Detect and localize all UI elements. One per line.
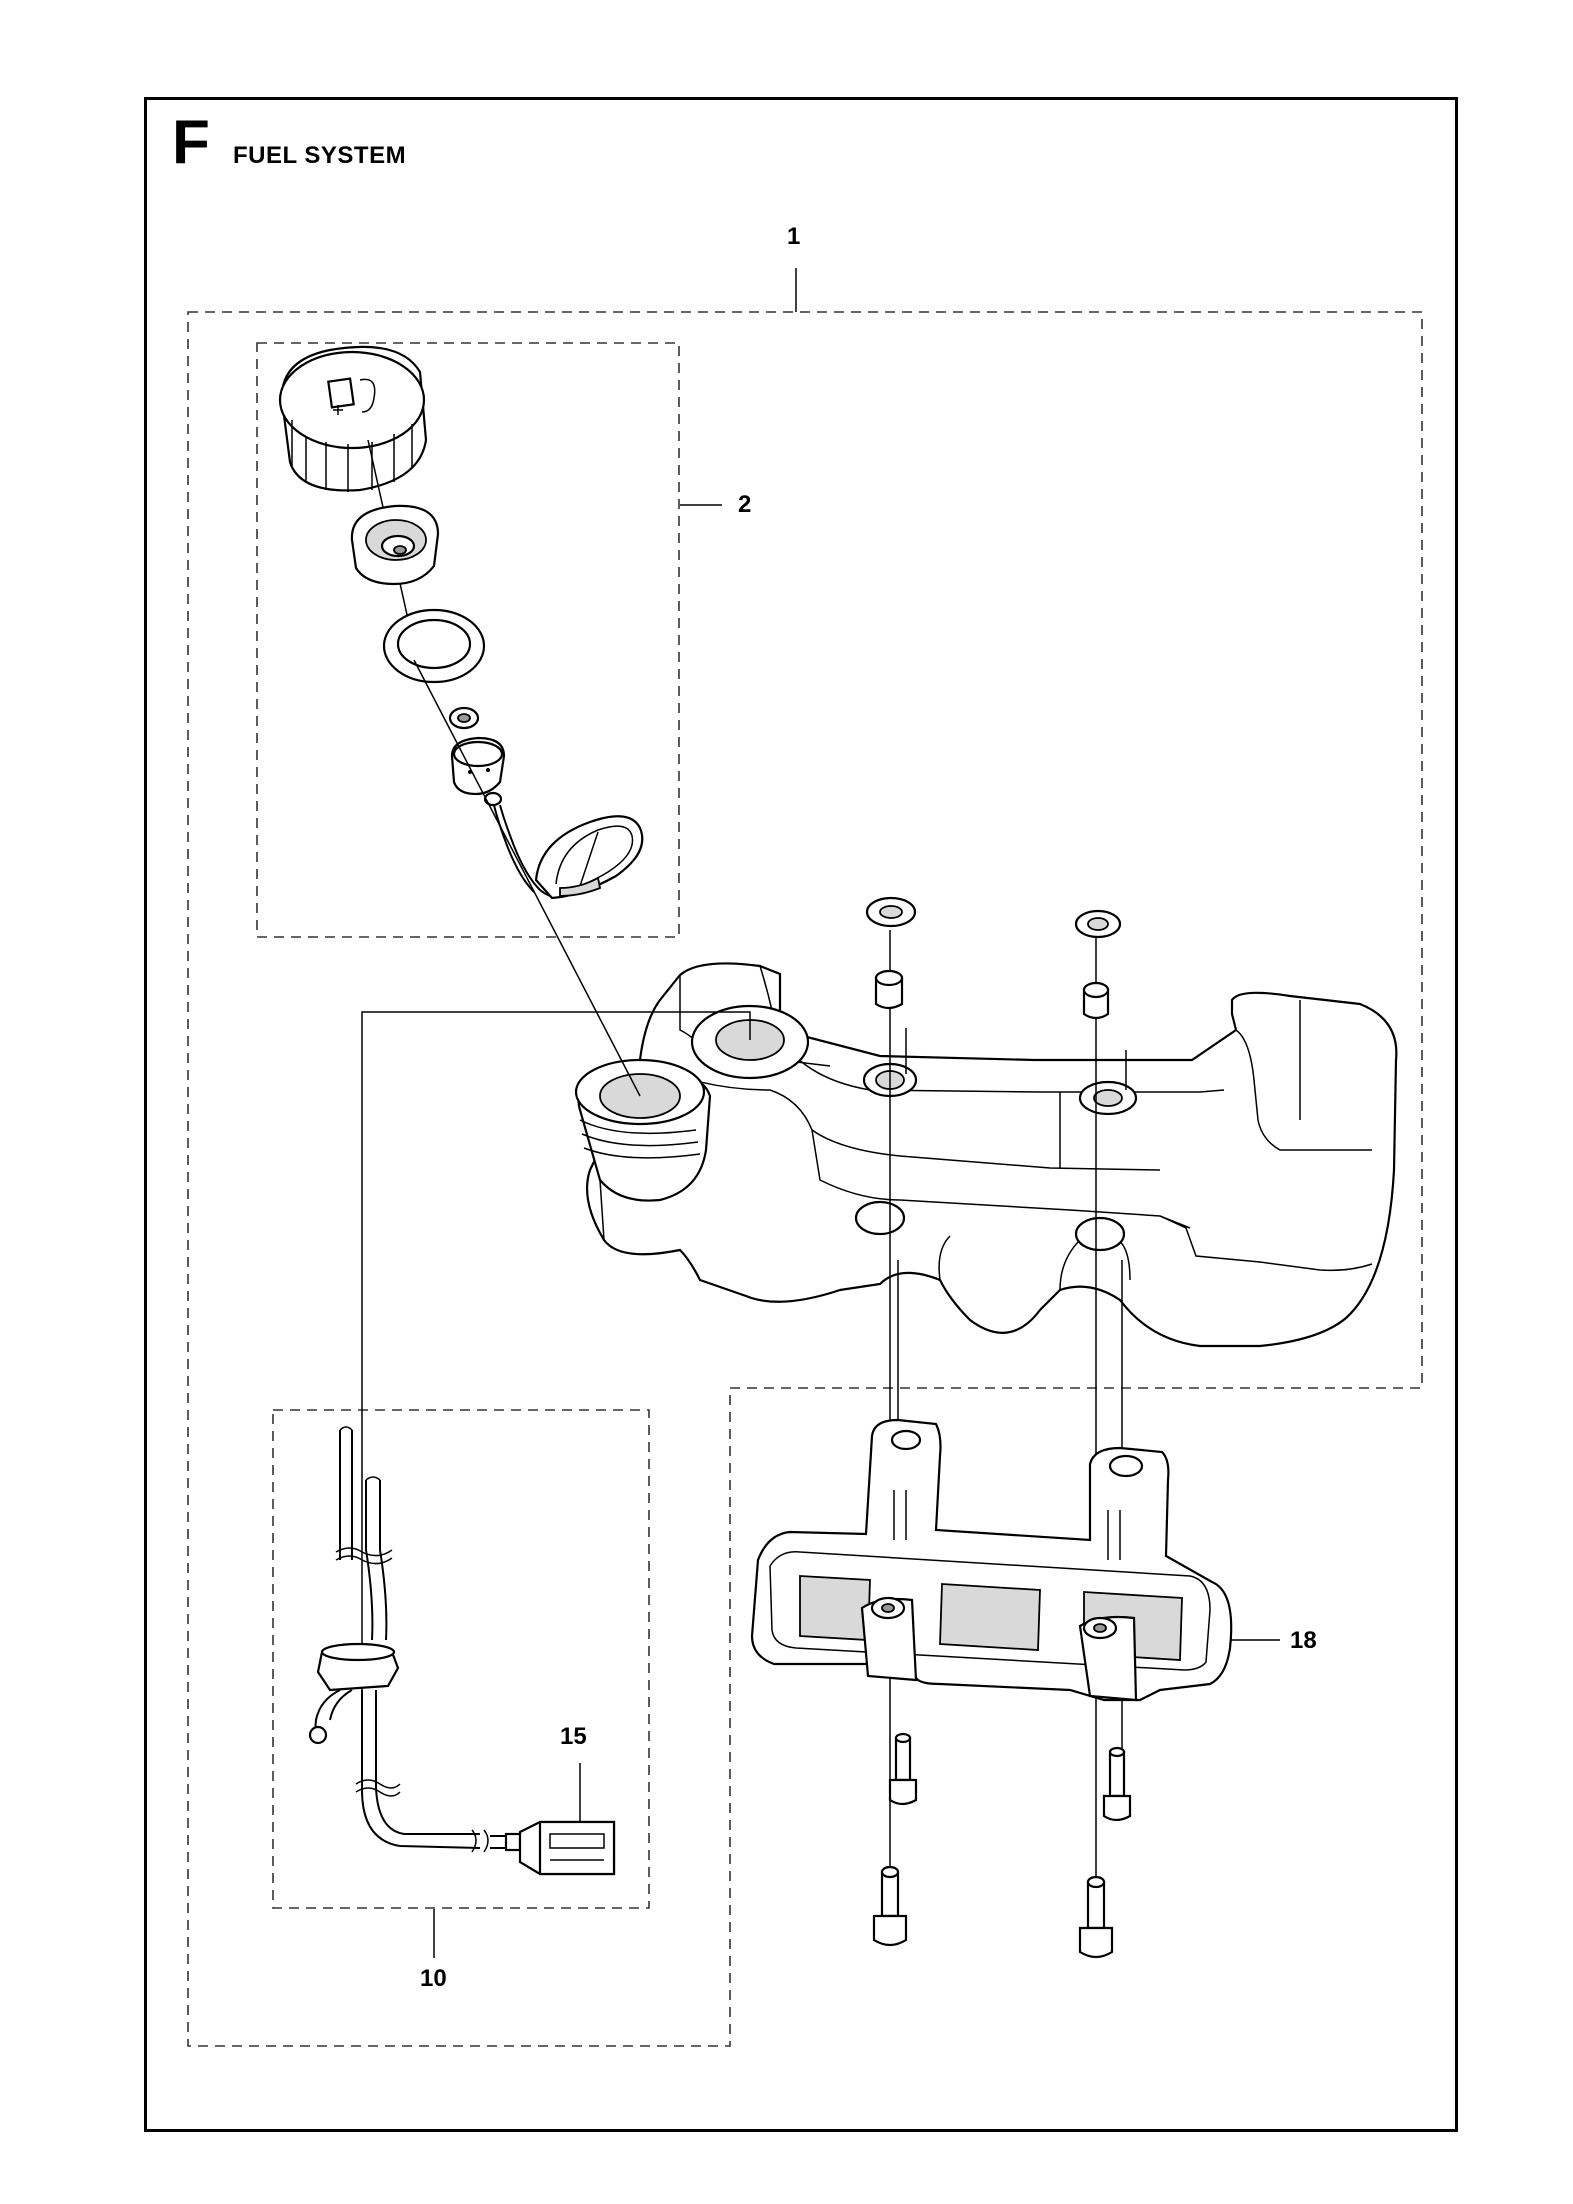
retainer-strap (483, 791, 644, 900)
fuel-tank (574, 962, 1398, 1348)
small-washer (448, 706, 480, 730)
mounting-bracket (750, 1418, 1233, 1702)
callout-2: 2 (738, 491, 752, 518)
page-frame (144, 97, 1458, 2132)
fuel-cap (278, 345, 428, 492)
hose-routing-line (361, 659, 751, 1770)
callout-18: 18 (1290, 1627, 1317, 1654)
callout-1: 1 (787, 223, 801, 250)
fuel-hoses (308, 1426, 522, 1853)
screw-short-right (1102, 1746, 1132, 1822)
washer-left (865, 896, 917, 928)
group-box-1-fuel-tank-assembly (187, 311, 1423, 2047)
fuel-cap-gasket (382, 608, 486, 684)
fuel-cap-vent-cup (350, 504, 440, 586)
sleeve-left (874, 969, 904, 1010)
callout-15: 15 (560, 1723, 587, 1750)
section-letter: F (172, 108, 210, 177)
screw-long-right (1078, 1875, 1114, 1959)
section-title: FUEL SYSTEM (233, 142, 407, 169)
group-box-10-fuel-hose-assembly (272, 1409, 650, 1909)
screw-long-left (872, 1865, 908, 1947)
filter-cup (450, 736, 506, 796)
fuel-filter (518, 1820, 616, 1876)
group-box-2-fuel-cap-assembly (256, 342, 680, 938)
screw-short-left (888, 1732, 918, 1806)
washer-right (1074, 909, 1122, 939)
sleeve-right (1082, 981, 1110, 1020)
callout-10: 10 (420, 1965, 447, 1992)
